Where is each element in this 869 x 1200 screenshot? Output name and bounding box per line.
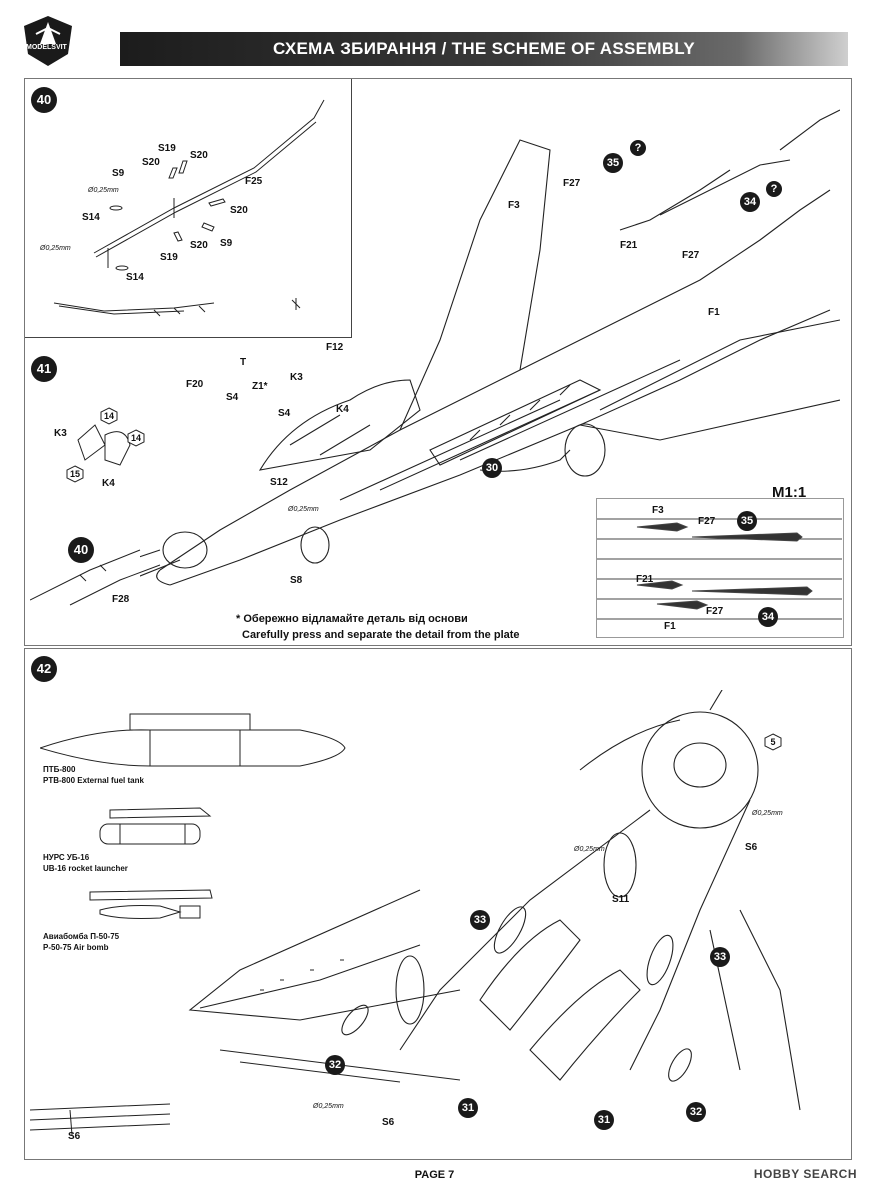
label-F27a: F27 [563,178,581,189]
ref-34-marker: 34 [740,192,760,212]
label-K4a: K4 [336,404,349,415]
label-S9a: S9 [112,168,125,179]
label-F3: F3 [508,200,520,211]
ptb-label-en: PTB-800 External fuel tank [43,776,144,785]
ref-31-marker-right: 31 [594,1110,614,1130]
label-S20d: S20 [190,240,208,251]
label-S14a: S14 [82,212,100,223]
aircraft-drawing-top [140,109,840,586]
label-Z1: Z1* [252,381,268,392]
label-S4a: S4 [226,392,239,403]
ub-label-en: UB-16 rocket launcher [43,864,128,873]
hex-5: 5 [764,733,782,751]
label-S6c: S6 [68,1131,81,1142]
question-marker-2: ? [766,181,782,197]
s6-inset-drawing [30,1103,170,1136]
label-S6a: S6 [745,842,758,853]
label-S9b: S9 [220,238,233,249]
label-S8: S8 [290,575,303,586]
label-F12: F12 [326,342,344,353]
note-english: Carefully press and separate the detail … [242,629,520,641]
ref-35-marker: 35 [603,153,623,173]
bomb-label-en: P-50-75 Air bomb [43,943,109,952]
ptb-800-drawing [40,713,346,767]
ub-16-drawing [99,807,212,845]
label-K3a: K3 [290,372,303,383]
label-S20a: S20 [142,157,160,168]
label-diam-2: Ø0,25mm [40,245,71,252]
label-S20b: S20 [190,150,208,161]
inset-frame [596,498,844,638]
label-F25: F25 [245,176,263,187]
inset-label-F27b: F27 [706,606,724,617]
step-41-marker: 41 [31,356,57,382]
label-S4b: S4 [278,408,291,419]
bomb-drawing [89,889,213,919]
watermark: HOBBY SEARCH [753,1167,857,1181]
inset-label-F21: F21 [636,574,654,585]
hex-14a: 14 [100,407,118,425]
label-diam-42c: Ø0,25mm [313,1103,344,1110]
inset-drawing [597,518,842,620]
label-S19b: S19 [160,252,178,263]
label-S19a: S19 [158,143,176,154]
ref-33-marker-left: 33 [470,910,490,930]
probe-drawing [30,549,161,606]
header-bar: СХЕМА ЗБИРАННЯ / THE SCHEME OF ASSEMBLY [120,32,848,66]
label-S20c: S20 [230,205,248,216]
label-diam-41: Ø0,25mm [288,506,319,513]
ub-label-ua: НУРС УБ-16 [43,853,90,862]
inset-label-F27a: F27 [698,516,716,527]
step-40-marker: 40 [31,87,57,113]
logo-text: MODELSVIT [26,44,67,51]
bottom-outer-frame [24,648,852,1160]
bomb-label-ua: Авиабомба П-50-75 [43,932,120,941]
label-diam-42a: Ø0,25mm [752,810,783,817]
ptb-label-ua: ПТБ-800 [43,765,76,774]
inset-label-F1: F1 [664,621,676,632]
hex-14b: 14 [127,429,145,447]
top-outer-frame [24,78,852,646]
label-diam-1: Ø0,25mm [88,187,119,194]
label-S6b: S6 [382,1117,395,1128]
label-T: T [240,357,247,368]
label-S11: S11 [612,894,630,905]
modelsvit-logo [22,14,74,68]
label-F28: F28 [112,594,130,605]
inset-scale: M1:1 [772,484,807,501]
step-42-marker: 42 [31,656,57,682]
page-title: СХЕМА ЗБИРАННЯ / THE SCHEME OF ASSEMBLY [272,39,696,58]
label-K4b: K4 [102,478,115,489]
page-number: PAGE 7 [414,1169,455,1181]
label-S12: S12 [270,477,288,488]
note-ukrainian: * Обережно відламайте деталь від основи [236,613,468,625]
ref-32-marker-right: 32 [686,1102,706,1122]
ref-31-marker-left: 31 [458,1098,478,1118]
label-F1: F1 [708,307,720,318]
question-marker-1: ? [630,140,646,156]
ref-30-marker: 30 [482,458,502,478]
label-F20: F20 [186,379,204,390]
ref-32-marker-left: 32 [325,1055,345,1075]
label-K3b: K3 [54,428,67,439]
ref-33-marker-right: 33 [710,947,730,967]
label-S14b: S14 [126,272,144,283]
ref-40-marker: 40 [68,537,94,563]
canopy-parts-drawing [77,424,131,466]
inset-ref-35: 35 [737,511,757,531]
label-diam-42b: Ø0,25mm [574,846,605,853]
inset-label-F3: F3 [652,505,664,516]
aircraft-drawing-underside [188,690,801,1111]
inset-ref-34: 34 [758,607,778,627]
label-F27b: F27 [682,250,700,261]
step-40-drawing [53,99,325,317]
hex-15: 15 [66,465,84,483]
label-F21: F21 [620,240,638,251]
